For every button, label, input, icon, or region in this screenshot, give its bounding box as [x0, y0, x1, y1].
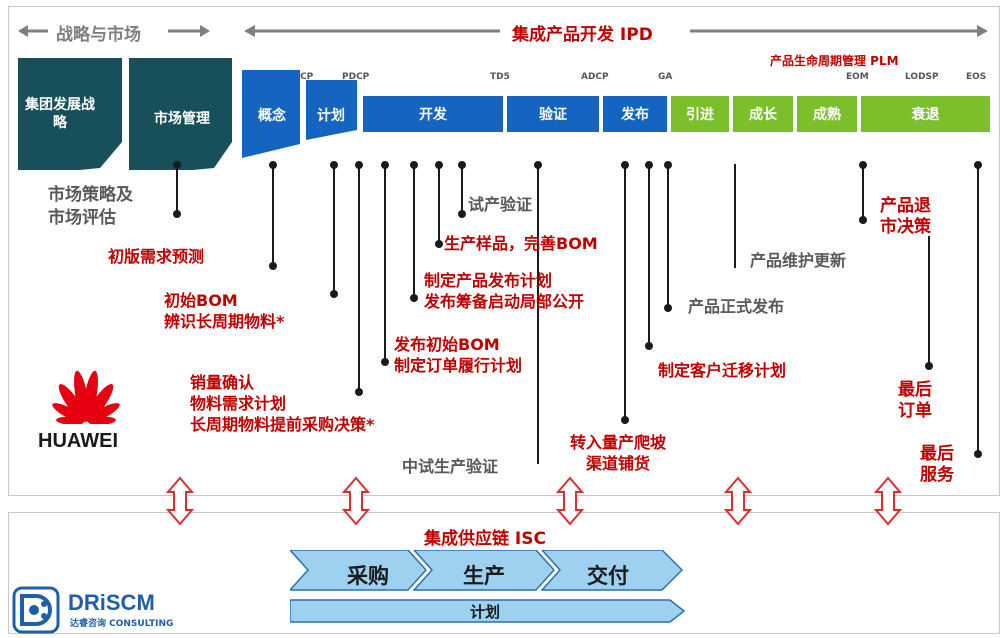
isc-title: 集成供应链 ISC	[424, 529, 546, 549]
line-market-strategy	[176, 164, 178, 214]
line-sales-confirm	[358, 164, 360, 392]
huawei-logo-text: HUAWEI	[38, 430, 118, 452]
note-last-service: 最后 服务	[920, 444, 954, 485]
plm-title: 产品生命周期管理 PLM	[770, 54, 899, 68]
stage-grow: 成长	[733, 96, 793, 132]
dot-top-2	[269, 161, 277, 169]
interface-arrows	[165, 476, 903, 526]
dot-market-strategy	[173, 210, 181, 218]
line-forecast	[272, 164, 274, 266]
dot-top-7	[435, 161, 443, 169]
dot-initial-bom	[330, 290, 338, 298]
line-pilot	[537, 164, 539, 464]
line-last-service	[977, 164, 979, 454]
isc-chevrons	[290, 550, 684, 591]
ipd-frame	[8, 6, 1000, 496]
line-customer-migration	[648, 164, 650, 346]
line-official-release	[667, 164, 669, 308]
note-maintenance: 产品维护更新	[750, 251, 847, 270]
note-official-release: 产品正式发布	[688, 297, 785, 316]
stage-verify: 验证	[507, 96, 599, 132]
line-launch-plan	[413, 164, 415, 298]
note-initial-forecast: 初版需求预测	[108, 247, 205, 266]
dot-top-4	[355, 161, 363, 169]
block-group-strategy: 集团发展战略	[25, 97, 95, 131]
gate-td5: TD5	[490, 72, 510, 82]
note-last-order: 最后 订单	[898, 380, 932, 421]
line-maintenance	[734, 164, 736, 268]
driscm-logo-text: DRiSCM	[68, 590, 155, 615]
note-publish-bom: 发布初始BOM 制定订单履行计划	[394, 335, 523, 375]
stage-decline: 衰退	[861, 96, 990, 132]
isc-plan: 计划	[469, 603, 500, 621]
gate-adcp: ADCP	[581, 72, 609, 82]
dot-official-release	[664, 304, 672, 312]
note-ramp-up: 转入量产爬坡 渠道铺货	[570, 433, 667, 473]
dot-last-order	[925, 362, 933, 370]
line-last-order	[928, 236, 930, 366]
stage-introduce: 引进	[671, 96, 729, 132]
dot-customer-migration	[645, 342, 653, 350]
strategy-blocks	[18, 58, 232, 170]
stage-plan: 计划	[317, 108, 345, 124]
dot-launch-plan	[410, 294, 418, 302]
stage-launch: 发布	[603, 96, 667, 132]
block-market-management: 市场管理	[154, 111, 210, 127]
dot-last-service	[974, 450, 982, 458]
gate-eos: EOS	[966, 72, 987, 82]
ipd-title: 集成产品开发 IPD	[512, 25, 653, 45]
dot-samples	[435, 240, 443, 248]
dot-top-8	[458, 161, 466, 169]
strategy-market-title: 战略与市场	[56, 25, 141, 45]
gate-lodsp: LODSP	[905, 72, 939, 82]
dot-sales-confirm	[355, 388, 363, 396]
driscm-logo-sub: 达睿咨询 CONSULTING	[70, 619, 174, 629]
line-initial-bom	[333, 164, 335, 294]
huawei-logo-icon	[52, 370, 120, 424]
isc-step-produce: 生产	[463, 564, 505, 588]
note-market-strategy: 市场策略及 市场评估	[48, 185, 133, 228]
dot-top-1	[173, 161, 181, 169]
line-trial	[461, 164, 463, 214]
line-exit-decision	[862, 164, 864, 220]
stage-concept: 概念	[258, 108, 286, 124]
isc-step-deliver: 交付	[587, 564, 629, 588]
line-ramp-up	[624, 164, 626, 420]
gate-ga: GA	[658, 72, 673, 82]
stage-develop: 开发	[363, 96, 503, 132]
dot-ramp-up	[621, 416, 629, 424]
gate-pdcp: PDCP	[342, 72, 370, 82]
isc-step-purchase: 采购	[347, 564, 389, 588]
dot-publish-bom	[381, 358, 389, 366]
gate-eom: EOM	[846, 72, 869, 82]
note-trial-verify: 试产验证	[468, 195, 533, 214]
note-sales-confirm: 销量确认 物料需求计划 长周期物料提前采购决策*	[190, 373, 375, 434]
dot-top-10	[645, 161, 653, 169]
dot-top-13	[974, 161, 982, 169]
dot-trial	[458, 210, 466, 218]
note-samples: 生产样品，完善BOM	[444, 234, 598, 253]
dot-exit-decision	[859, 216, 867, 224]
isc-frame	[8, 512, 1000, 634]
note-exit-decision: 产品退 市决策	[880, 196, 931, 237]
note-pilot-verify: 中试生产验证	[402, 457, 499, 476]
driscm-logo-icon	[12, 586, 60, 634]
isc-plan-arrow	[290, 599, 686, 623]
line-publish-bom	[384, 164, 386, 362]
dot-top-6	[410, 161, 418, 169]
dot-top-12	[859, 161, 867, 169]
dot-top-5	[381, 161, 389, 169]
note-customer-migration: 制定客户迁移计划	[658, 361, 787, 380]
note-launch-plan: 制定产品发布计划 发布筹备启动局部公开	[424, 271, 585, 311]
dot-top-9	[621, 161, 629, 169]
header-arrows	[18, 25, 988, 37]
note-initial-bom: 初始BOM 辨识长周期物料*	[164, 291, 285, 331]
dot-top-3	[330, 161, 338, 169]
dot-pilot	[534, 161, 542, 169]
dot-forecast	[269, 262, 277, 270]
line-samples	[438, 164, 440, 244]
funnel-shapes	[242, 70, 357, 158]
dot-top-11	[664, 161, 672, 169]
stage-mature: 成熟	[797, 96, 857, 132]
